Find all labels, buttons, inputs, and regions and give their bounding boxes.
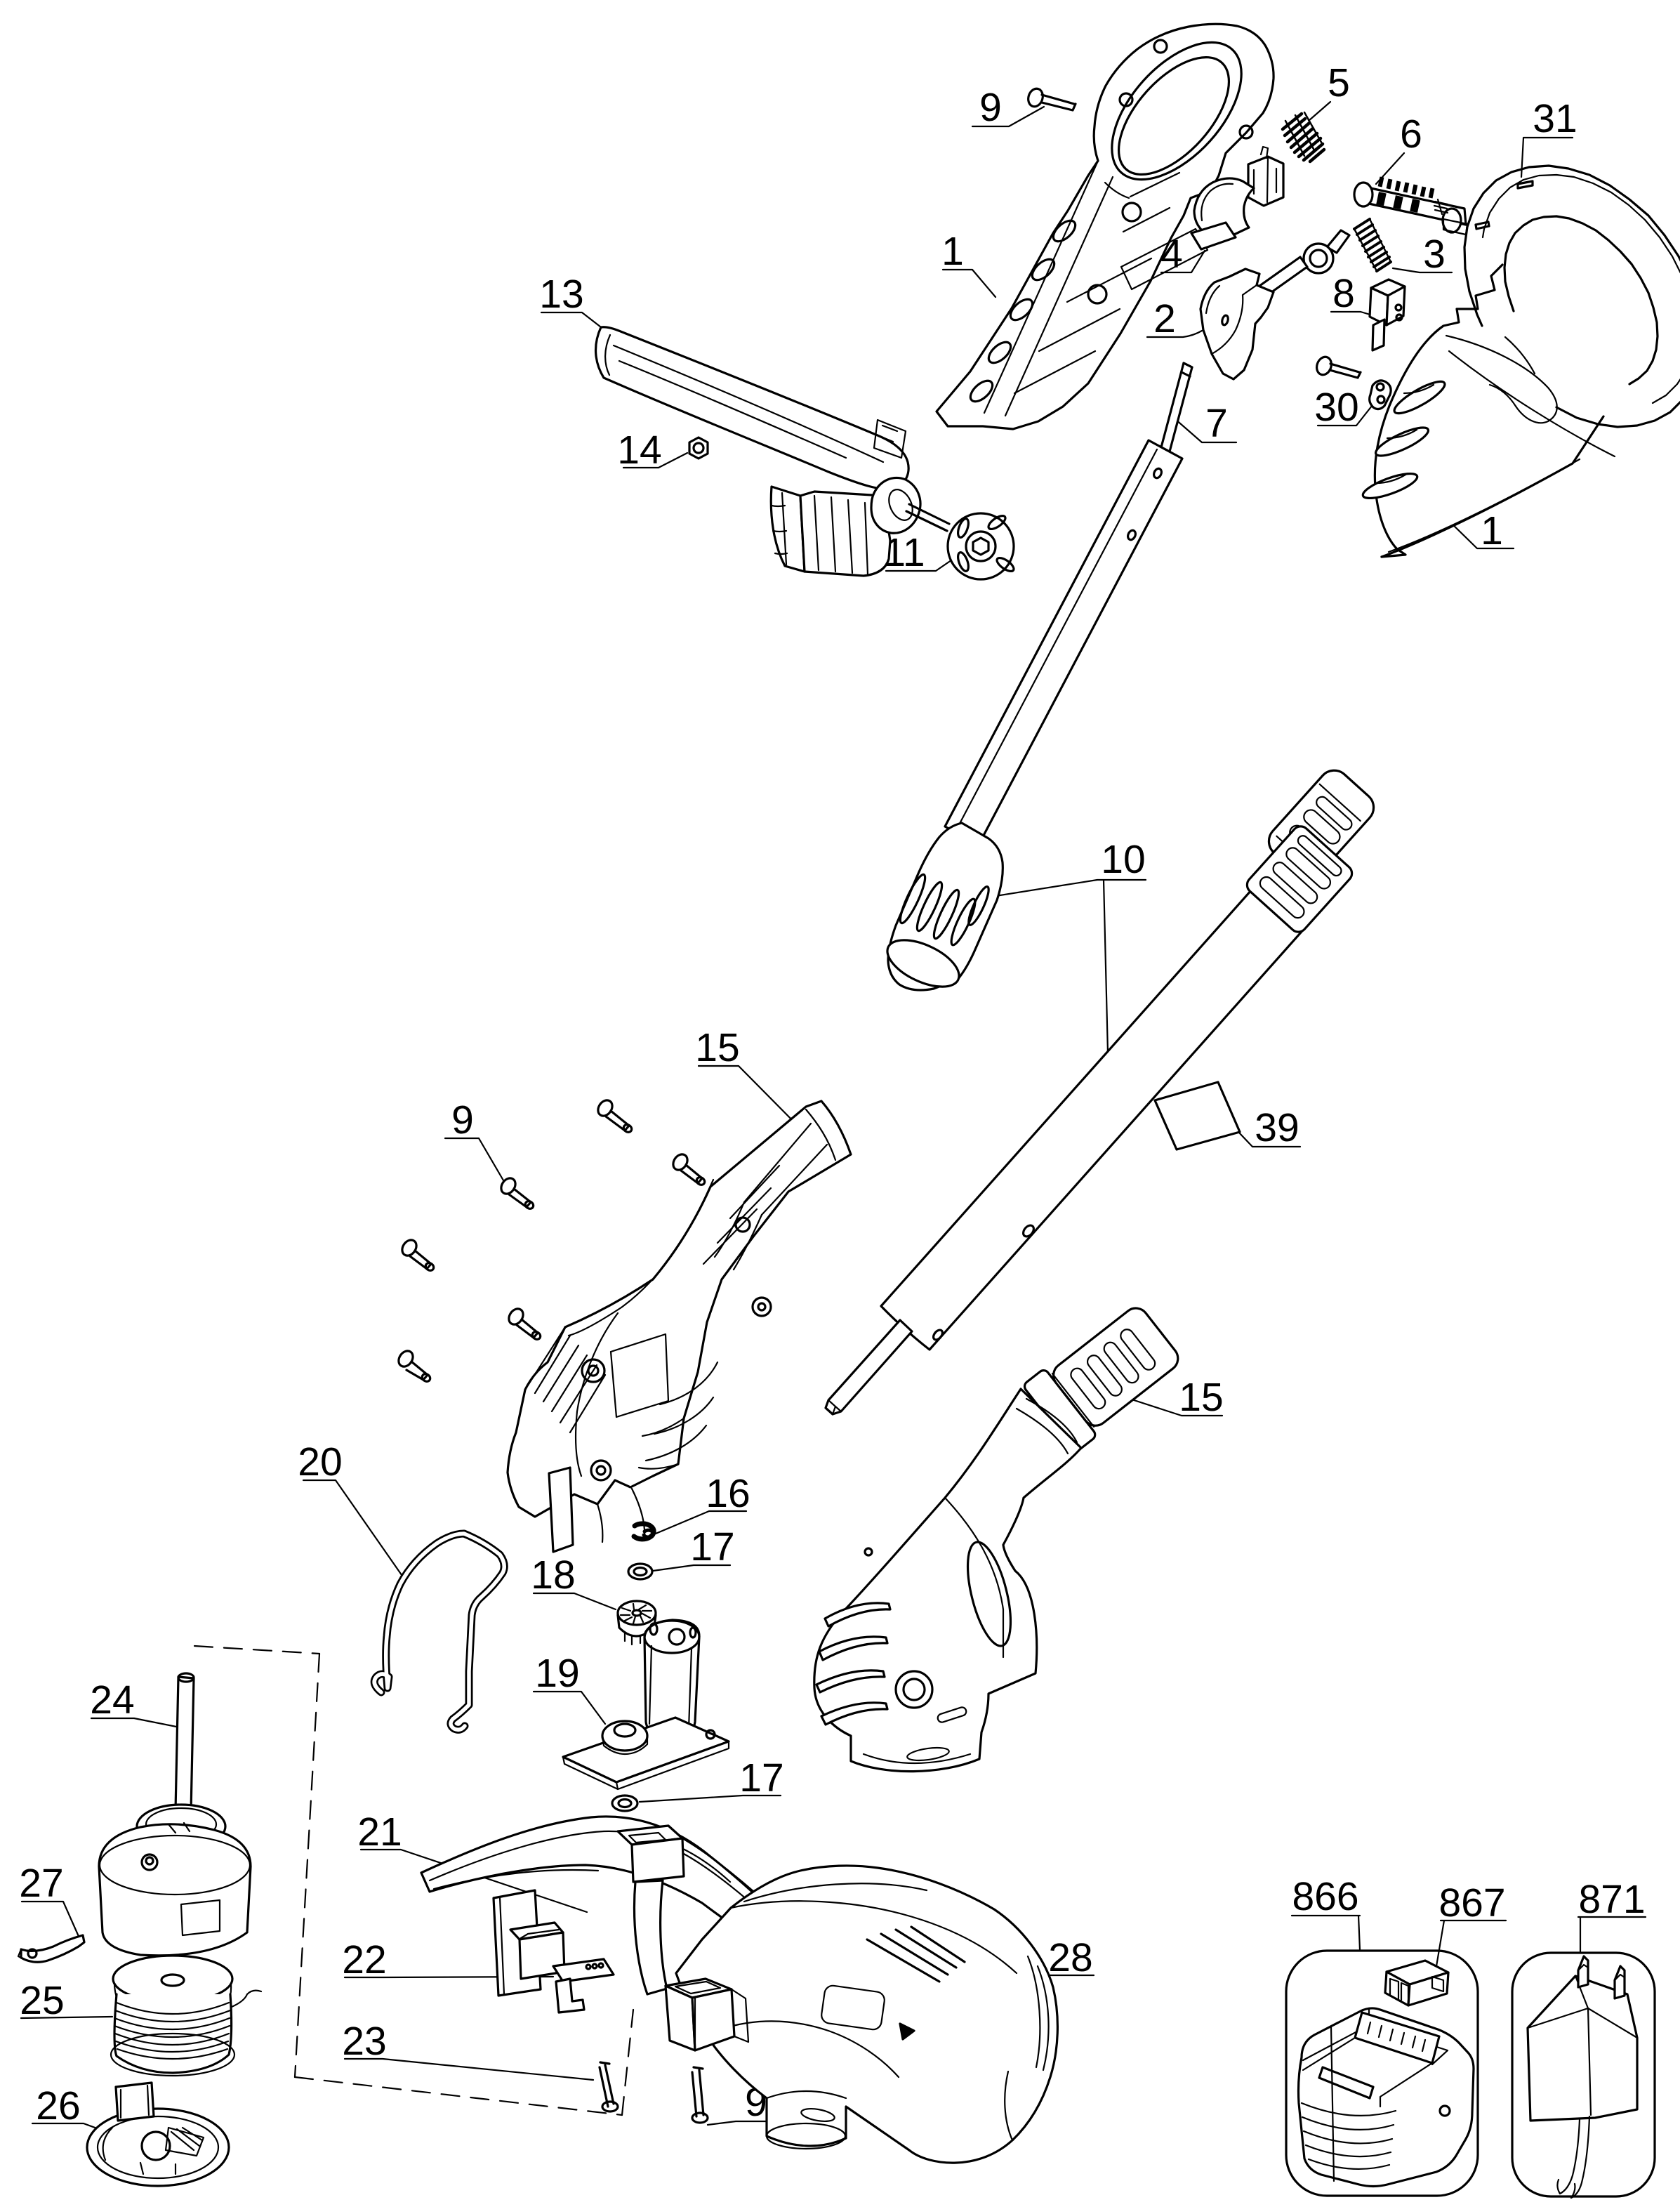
svg-text:39: 39 (1255, 1105, 1299, 1150)
svg-text:30: 30 (1314, 385, 1358, 430)
svg-text:18: 18 (531, 1553, 575, 1597)
svg-text:26: 26 (36, 2083, 80, 2128)
svg-text:871: 871 (1578, 1877, 1645, 1922)
svg-text:5: 5 (1328, 60, 1350, 105)
svg-text:23: 23 (342, 2019, 386, 2064)
svg-text:21: 21 (357, 1810, 402, 1854)
svg-text:10: 10 (1101, 837, 1145, 882)
svg-text:13: 13 (539, 272, 583, 317)
svg-text:22: 22 (342, 1937, 386, 1982)
svg-text:16: 16 (706, 1471, 750, 1516)
svg-text:27: 27 (19, 1861, 63, 1906)
svg-text:9: 9 (979, 85, 1002, 130)
svg-text:9: 9 (451, 1098, 474, 1142)
svg-text:1: 1 (1481, 508, 1503, 553)
svg-text:15: 15 (1179, 1375, 1223, 1420)
svg-text:8: 8 (1332, 271, 1355, 316)
svg-text:28: 28 (1048, 1935, 1092, 1980)
svg-text:867: 867 (1438, 1880, 1505, 1925)
svg-text:17: 17 (739, 1755, 783, 1800)
svg-text:25: 25 (20, 1978, 64, 2023)
svg-text:15: 15 (695, 1025, 739, 1070)
svg-text:20: 20 (298, 1440, 342, 1484)
svg-text:6: 6 (1400, 112, 1422, 157)
svg-text:7: 7 (1205, 401, 1228, 446)
svg-text:14: 14 (617, 428, 661, 473)
svg-text:866: 866 (1292, 1874, 1358, 1919)
svg-text:31: 31 (1533, 96, 1577, 141)
svg-text:19: 19 (535, 1651, 579, 1696)
svg-text:24: 24 (90, 1678, 134, 1722)
svg-text:17: 17 (690, 1524, 734, 1569)
svg-text:1: 1 (941, 229, 964, 274)
svg-text:3: 3 (1423, 232, 1446, 277)
svg-text:2: 2 (1153, 296, 1176, 341)
